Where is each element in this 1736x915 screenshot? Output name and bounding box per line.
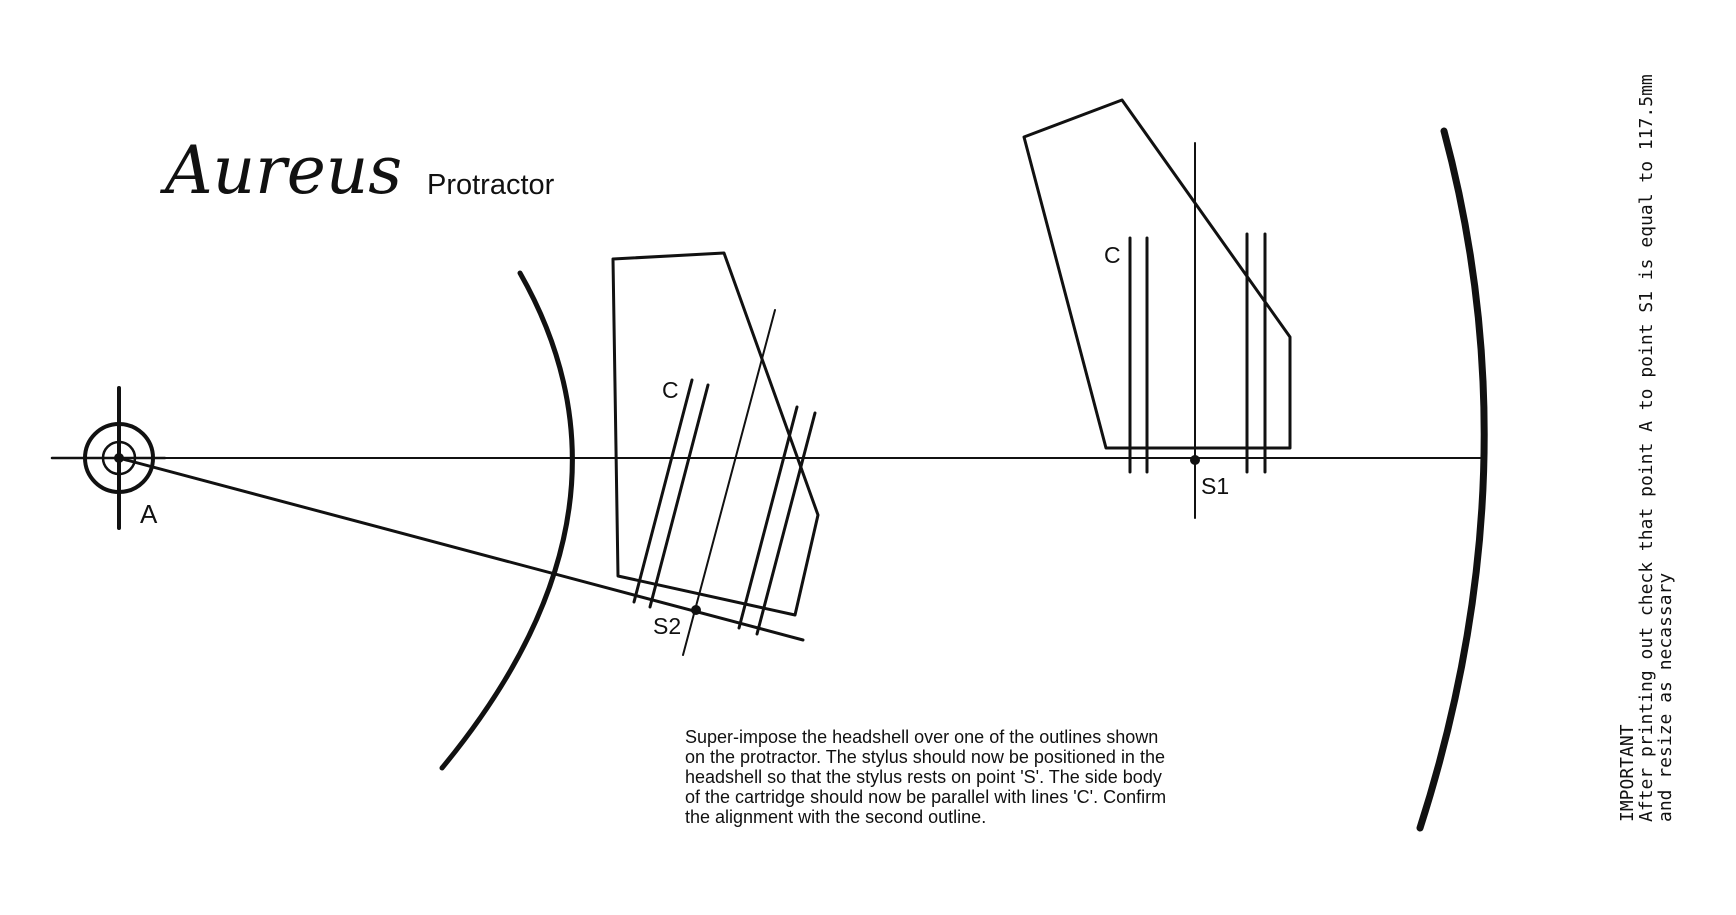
c-label-outline-1: C <box>1104 242 1121 268</box>
instructions-line: Super-impose the headshell over one of t… <box>685 727 1159 747</box>
inner-groove-arc <box>439 270 575 771</box>
headshell-outline-1 <box>1022 98 1292 519</box>
c-label-outline-2: C <box>662 377 679 403</box>
s2-point <box>691 605 701 615</box>
important-line: After printing out check that point A to… <box>1636 74 1657 822</box>
instructions-line: the alignment with the second outline. <box>685 807 987 827</box>
outer-groove-arc <box>1416 127 1488 832</box>
important-line: and resize as necassary <box>1655 572 1676 822</box>
instructions-text: Super-impose the headshell over one of t… <box>685 727 1325 827</box>
headshell-outline-2 <box>611 251 820 656</box>
brand-name: Aureus <box>159 132 402 209</box>
instructions-line: of the cartridge should now be parallel … <box>685 787 1167 807</box>
important-note: IMPORTANT After printing out check that … <box>1617 74 1676 822</box>
brand-subtitle: Protractor <box>427 169 555 201</box>
pivot-to-s2-line <box>117 456 805 642</box>
s1-point <box>1190 455 1200 465</box>
point-label-a: A <box>140 499 158 529</box>
important-heading: IMPORTANT <box>1617 724 1638 822</box>
instructions-line: on the protractor. The stylus should now… <box>685 747 1165 767</box>
point-label-s2: S2 <box>653 613 681 639</box>
point-label-s1: S1 <box>1201 473 1229 499</box>
instructions-line: headshell so that the stylus rests on po… <box>685 767 1162 787</box>
